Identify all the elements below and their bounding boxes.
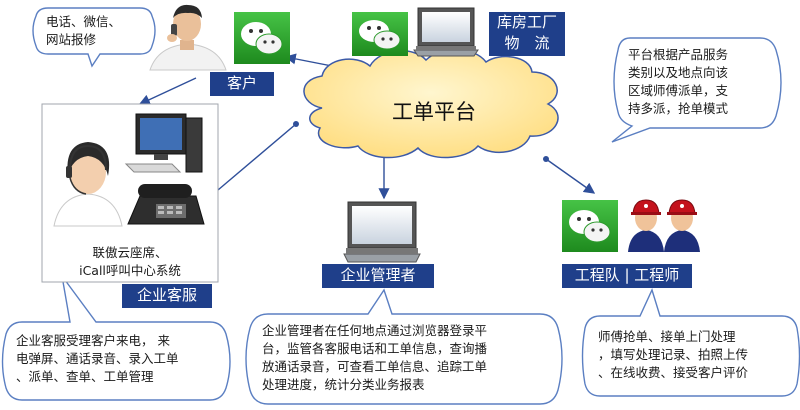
customer-note-text: 电话、微信、 网站报修	[46, 14, 122, 47]
connector-customer-to-service	[138, 77, 197, 105]
wechat-icon	[352, 12, 408, 56]
platform-cloud	[303, 49, 559, 159]
bubbles	[1, 7, 800, 405]
warehouse-label-line1: 库房工厂	[496, 13, 557, 31]
desk-phone-icon	[127, 184, 205, 225]
person-phone-icon	[149, 4, 227, 71]
connector-service-to-cloud	[217, 123, 297, 191]
wechat-icon	[234, 12, 290, 64]
bubble-platform-note	[611, 37, 782, 143]
bubble-engineer-note	[581, 288, 800, 397]
enterprise-admin-label: 企业管理者	[322, 264, 434, 288]
service-system-text: 联傲云座席、 iCall呼叫中心系统	[55, 244, 205, 280]
engineers-label: 工程队 | 工程师	[562, 264, 692, 288]
bubble-admin-note	[245, 288, 563, 405]
laptop-icon	[413, 7, 479, 57]
enterprise-service-label: 企业客服	[122, 284, 212, 308]
admin-note-text: 企业管理者在任何地点通过浏览器登录平 台，监管各客服电话和工单信息，查询播 放通…	[262, 323, 488, 392]
service-system-line1: 联傲云座席、	[92, 245, 168, 260]
engineer-note-text: 师傅抢单、接单上门处理 ，填写处理记录、拍照上传 、在线收费、接受客户评价	[598, 329, 749, 380]
customer-label: 客户	[210, 72, 274, 96]
connector-cloud-to-engineers	[545, 158, 596, 194]
platform-note-text: 平台根据产品服务 类别以及地点向该 区域师傅派单，支 持多派，抢单模式	[628, 47, 729, 116]
bubble-service-note	[1, 275, 231, 401]
platform-title: 工单平台	[392, 100, 476, 124]
service-system-line2: iCall呼叫中心系统	[79, 263, 181, 278]
wechat-icon	[562, 200, 618, 252]
warehouse-label-line2: 物 流	[504, 34, 550, 52]
bubble-customer-note	[32, 7, 156, 68]
engineer-icon	[628, 199, 664, 252]
warehouse-label: 库房工厂 物 流	[489, 12, 565, 56]
service-note-text: 企业客服受理客户来电， 来 电弹屏、通话录音、录入工单 、派单、查单、工单管理	[16, 333, 179, 384]
laptop-icon	[343, 201, 421, 263]
engineer-icon	[664, 199, 700, 252]
agent-headset-icon	[53, 142, 123, 227]
desktop-computer-icon	[124, 113, 203, 173]
